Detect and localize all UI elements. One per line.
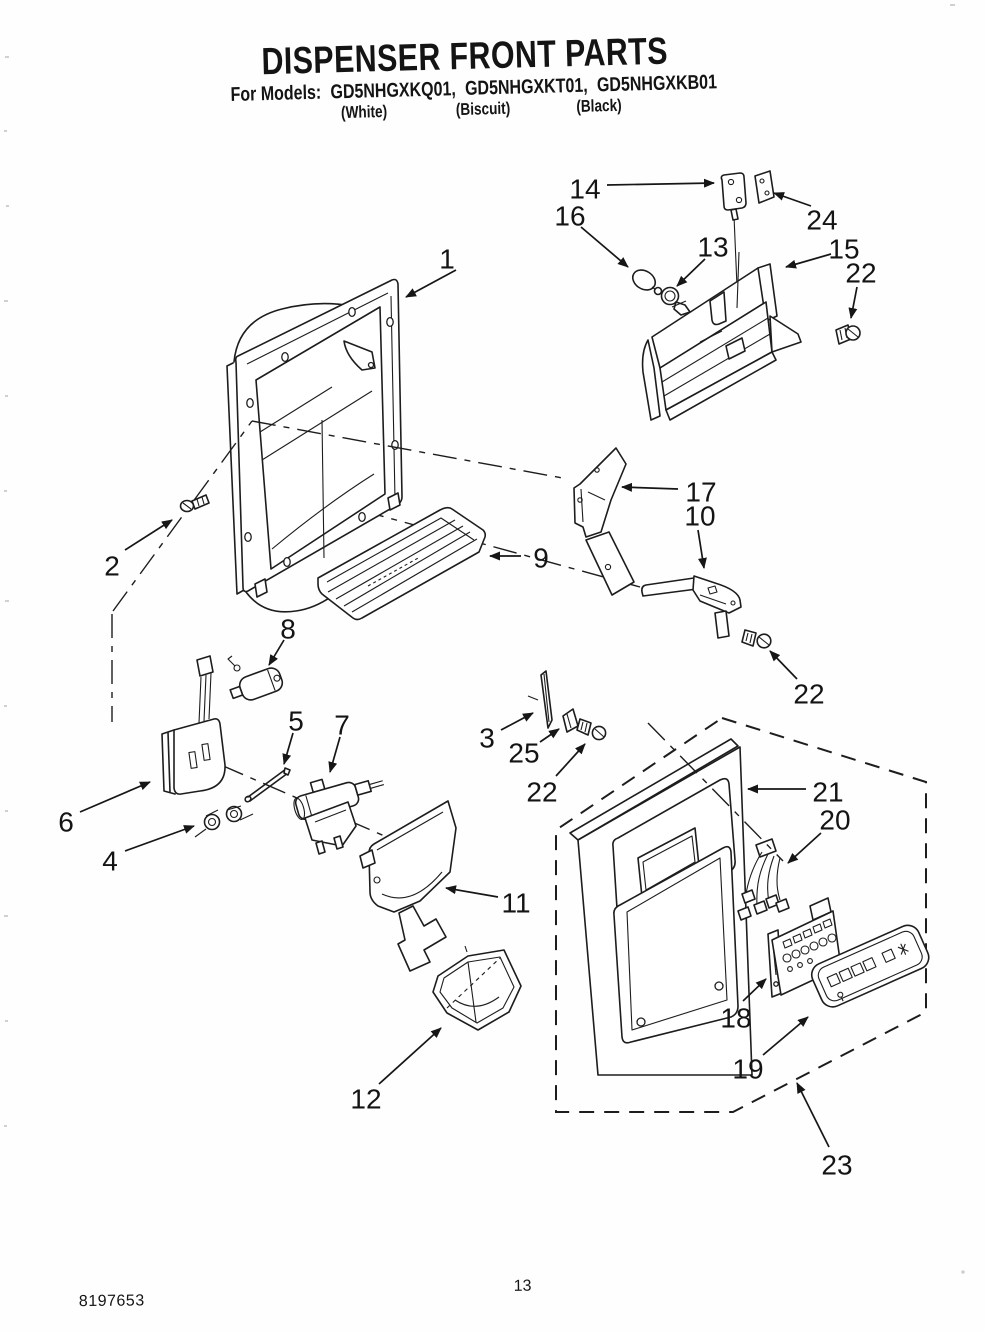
callout-16-label: 16: [554, 201, 585, 232]
callout-18-label: 18: [720, 1003, 751, 1034]
part-22-screw-upper: [835, 324, 861, 345]
callout-14-leader: [606, 178, 715, 188]
callout-5-leader: [282, 732, 294, 765]
callout-22-leader: [848, 286, 858, 319]
part-3-strip: [527, 670, 553, 729]
callout-2-label: 2: [104, 551, 120, 582]
part-10-actuator-lever: [641, 575, 742, 639]
part-22-screw-center: [576, 718, 607, 741]
part-25-clip: [562, 708, 579, 733]
callout-7-label: 7: [334, 710, 350, 741]
callout-21-label: 21: [812, 777, 843, 808]
part-17-actuator-bracket: [573, 447, 635, 596]
scan-specks: [4, 4, 965, 1274]
part-24-switch-plate: [754, 170, 775, 204]
part-7-actuator-assembly: [293, 778, 384, 855]
callout-10-label: 10: [684, 501, 715, 532]
callout-9-label: 9: [533, 543, 549, 574]
callout-6-leader: [79, 781, 151, 813]
callout-16-leader: [580, 226, 629, 268]
part-16-light-bulb: [631, 269, 666, 298]
assembly-axis: [647, 722, 784, 862]
callout-25-leader: [539, 728, 560, 743]
callout-12-leader: [378, 1027, 442, 1085]
callout-10-leader: [697, 529, 707, 569]
callout-15-label: 15: [828, 234, 859, 265]
part-14-dispenser-switch: [720, 172, 747, 311]
callout-4-label: 4: [102, 846, 118, 877]
part-8-lead-wire: [227, 655, 241, 672]
callout-18-leader: [742, 978, 767, 1002]
part-12-chute-cup: [432, 945, 522, 1031]
part-23-panel-boundary: [555, 716, 927, 1113]
snowflake-icon: [897, 943, 909, 955]
callout-20-leader: [787, 832, 822, 864]
callout-2-leader: [124, 519, 173, 551]
callout-6-label: 6: [58, 807, 74, 838]
part-8-solenoid: [229, 667, 284, 701]
callout-11-leader: [445, 885, 499, 898]
callout-23-leader: [796, 1082, 830, 1148]
callout-3-leader: [500, 712, 534, 731]
callout-15-leader: [785, 253, 832, 269]
callout-19-leader: [762, 1016, 809, 1056]
callout-13-label: 13: [697, 232, 728, 263]
callout-22-leader: [555, 743, 586, 777]
callout-24-leader: [773, 192, 812, 207]
part-11-ice-chute: [359, 800, 457, 972]
callout-20-label: 20: [819, 805, 850, 836]
part-19-control-overlay: [810, 924, 930, 1008]
callout-7-leader: [328, 736, 341, 773]
part-9-drip-tray: [317, 506, 487, 621]
callout-22-label: 22: [845, 258, 876, 289]
part-13-bulb-socket: [660, 286, 691, 316]
part-5-pin: [244, 767, 291, 803]
page-number: 13: [513, 1277, 532, 1295]
callout-17-leader: [621, 482, 679, 492]
callout-12-label: 12: [350, 1084, 381, 1115]
part-2-screw: [179, 494, 210, 513]
callout-3-label: 3: [479, 723, 495, 754]
callout-11-label: 11: [501, 888, 530, 919]
callout-22-leader: [769, 650, 798, 680]
part-6-ice-door: [161, 655, 226, 795]
callout-13-leader: [676, 258, 706, 287]
callout-5-label: 5: [288, 706, 304, 737]
callout-23-label: 23: [821, 1150, 852, 1181]
document-number: 8197653: [78, 1292, 145, 1311]
part-22-screw-mid-right: [741, 629, 772, 649]
callout-8-leader: [268, 639, 285, 666]
callout-8-label: 8: [280, 614, 296, 645]
callout-19-label: 19: [732, 1054, 763, 1085]
callout-25-label: 25: [508, 738, 539, 769]
callout-1-leader: [405, 269, 457, 298]
part-4-spring: [194, 805, 254, 838]
callout-4-leader: [124, 825, 195, 852]
part-20-wire-harness: [737, 838, 790, 921]
callout-22-label: 22: [526, 777, 557, 808]
callout-1-label: 1: [439, 244, 455, 275]
part-15-dispenser-trim: [641, 251, 802, 421]
part-21-dispenser-facade: [569, 738, 753, 1076]
callout-14-label: 14: [569, 174, 600, 205]
callout-17-label: 17: [685, 477, 716, 508]
callout-24-label: 24: [806, 205, 837, 236]
callout-22-label: 22: [793, 679, 824, 710]
